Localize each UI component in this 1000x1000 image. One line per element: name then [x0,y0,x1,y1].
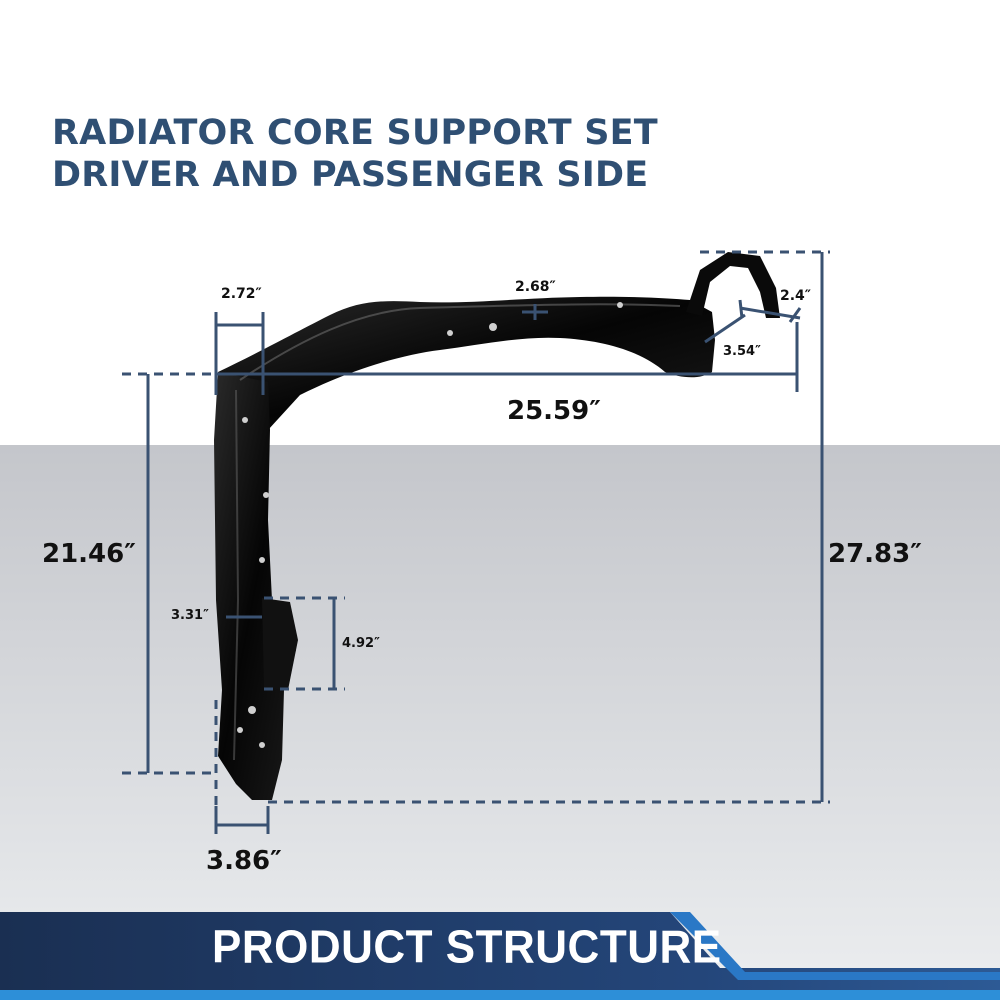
page-title-line-1: RADIATOR CORE SUPPORT SET [52,113,658,153]
dimension-lines [146,252,824,834]
footer-label: PRODUCT STRUCTURE [212,921,722,974]
dimension-extension-lines [122,250,830,806]
dimension-label-base-width: 3.86″ [206,846,282,876]
dimension-label-top-left-width: 2.72″ [221,286,262,302]
floor-backdrop [0,445,1000,1000]
footer-accent-stripe [670,912,1000,980]
dimension-label-top-right-width: 2.4″ [780,288,812,304]
page-title-line-2: DRIVER AND PASSENGER SIDE [52,155,649,195]
dimension-label-overall-width: 25.59″ [507,396,601,426]
dimension-label-left-height: 21.46″ [42,539,136,569]
radiator-support-part [214,252,780,800]
dimension-label-bracket-height: 4.92″ [342,636,380,651]
dimension-label-bracket-width: 3.54″ [723,344,761,359]
dimension-label-top-mid-width: 2.68″ [515,279,556,295]
wall-backdrop [0,0,1000,445]
dimension-label-overall-height: 27.83″ [828,539,922,569]
dimension-label-bracket-small: 3.31″ [171,608,209,623]
footer-bottom-stripe [0,990,1000,1000]
